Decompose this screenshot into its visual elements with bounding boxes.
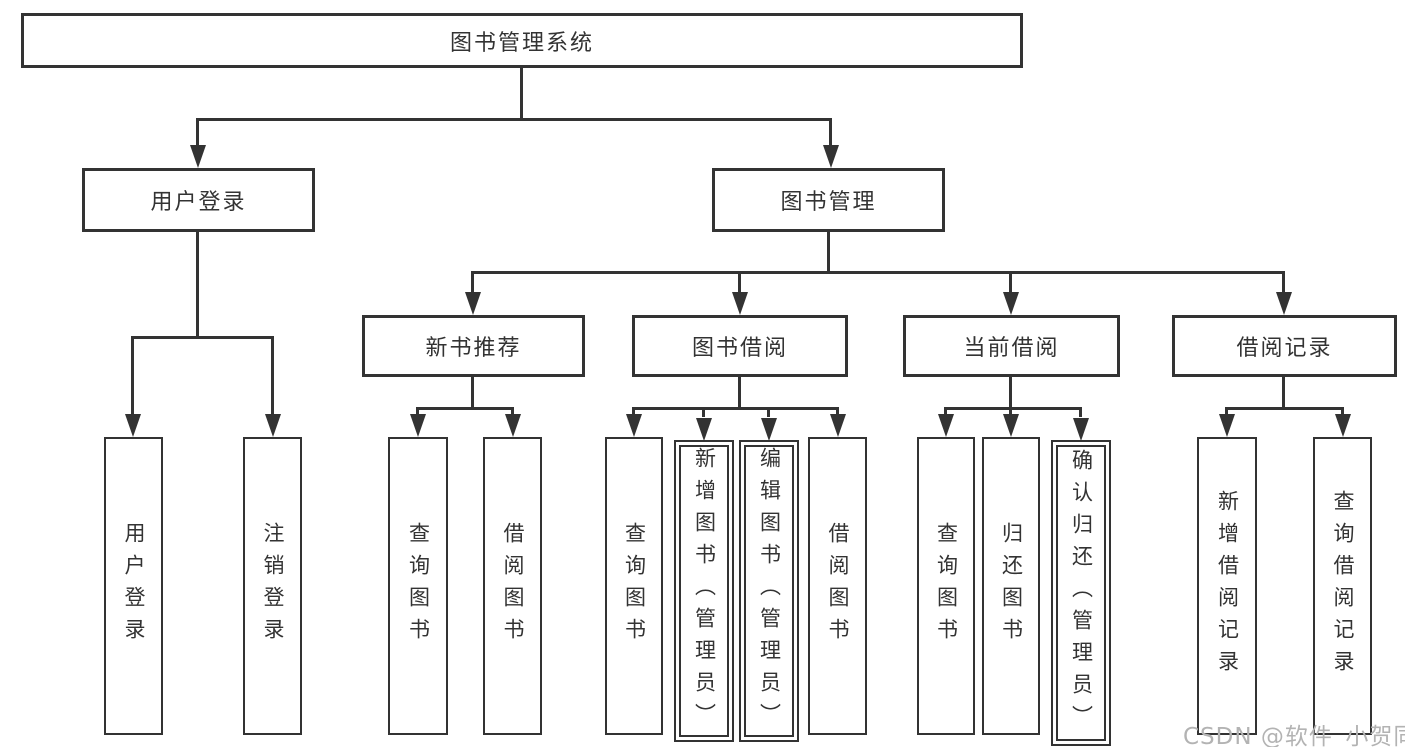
connector-line — [131, 336, 134, 416]
leaf-query-borrow-record: 查询借阅记录 — [1313, 437, 1372, 735]
arrowhead-icon — [125, 414, 141, 437]
connector-line — [1225, 407, 1343, 410]
connector-line — [196, 232, 199, 339]
node-current-borrow: 当前借阅 — [903, 315, 1120, 377]
leaf-borrow-book-2: 借阅图书 — [808, 437, 867, 735]
arrowhead-icon — [190, 145, 206, 168]
connector-line — [131, 336, 274, 339]
connector-line — [767, 407, 770, 417]
connector-line — [1079, 407, 1082, 417]
arrowhead-icon — [938, 414, 954, 437]
connector-line — [702, 407, 705, 417]
connector-line — [471, 377, 474, 410]
arrowhead-icon — [1335, 414, 1351, 437]
leaf-query-book-3: 查询图书 — [917, 437, 975, 735]
arrowhead-icon — [265, 414, 281, 437]
connector-line — [632, 407, 838, 410]
arrowhead-icon — [410, 414, 426, 437]
leaf-query-book-1: 查询图书 — [388, 437, 448, 735]
connector-line — [827, 232, 830, 274]
connector-line — [1009, 271, 1012, 293]
leaf-borrow-book-1: 借阅图书 — [483, 437, 542, 735]
connector-line — [944, 407, 947, 417]
connector-line — [520, 68, 523, 120]
connector-line — [416, 407, 419, 417]
connector-line — [944, 407, 1082, 410]
connector-line — [738, 377, 741, 410]
connector-line — [196, 118, 199, 148]
connector-line — [738, 271, 741, 293]
node-root: 图书管理系统 — [21, 13, 1023, 68]
connector-line — [1282, 271, 1285, 293]
connector-line — [829, 118, 832, 148]
connector-line — [471, 271, 474, 293]
leaf-edit-book-admin: 编辑图书（管理员） — [739, 440, 799, 742]
arrowhead-icon — [732, 292, 748, 315]
node-borrow-record: 借阅记录 — [1172, 315, 1397, 377]
arrowhead-icon — [626, 414, 642, 437]
arrowhead-icon — [505, 414, 521, 437]
node-user-login: 用户登录 — [82, 168, 315, 232]
leaf-logout: 注销登录 — [243, 437, 302, 735]
connector-line — [1282, 377, 1285, 410]
connector-line — [1009, 377, 1012, 410]
connector-line — [1009, 407, 1012, 417]
arrowhead-icon — [1276, 292, 1292, 315]
leaf-add-book-admin: 新增图书（管理员） — [674, 440, 734, 742]
arrowhead-icon — [465, 292, 481, 315]
arrowhead-icon — [761, 418, 777, 441]
csdn-watermark: CSDN @软件_小贺同学 — [1183, 724, 1405, 747]
arrowhead-icon — [1073, 418, 1089, 441]
connector-line — [511, 407, 514, 417]
connector-line — [471, 271, 1285, 274]
arrowhead-icon — [1003, 414, 1019, 437]
arrowhead-icon — [823, 145, 839, 168]
leaf-query-book-2: 查询图书 — [605, 437, 663, 735]
connector-line — [271, 336, 274, 416]
arrowhead-icon — [830, 414, 846, 437]
node-book-management: 图书管理 — [712, 168, 945, 232]
arrowhead-icon — [696, 418, 712, 441]
connector-line — [1225, 407, 1228, 417]
node-book-borrow: 图书借阅 — [632, 315, 848, 377]
connector-line — [632, 407, 635, 417]
connector-line — [416, 407, 514, 410]
leaf-add-borrow-record: 新增借阅记录 — [1197, 437, 1257, 735]
arrowhead-icon — [1003, 292, 1019, 315]
leaf-confirm-return-admin: 确认归还（管理员） — [1051, 440, 1111, 746]
node-new-book-recommend: 新书推荐 — [362, 315, 585, 377]
connector-line — [1341, 407, 1344, 417]
arrowhead-icon — [1219, 414, 1235, 437]
connector-line — [196, 118, 832, 121]
leaf-user-login: 用户登录 — [104, 437, 163, 735]
connector-line — [836, 407, 839, 417]
leaf-return-book: 归还图书 — [982, 437, 1040, 735]
